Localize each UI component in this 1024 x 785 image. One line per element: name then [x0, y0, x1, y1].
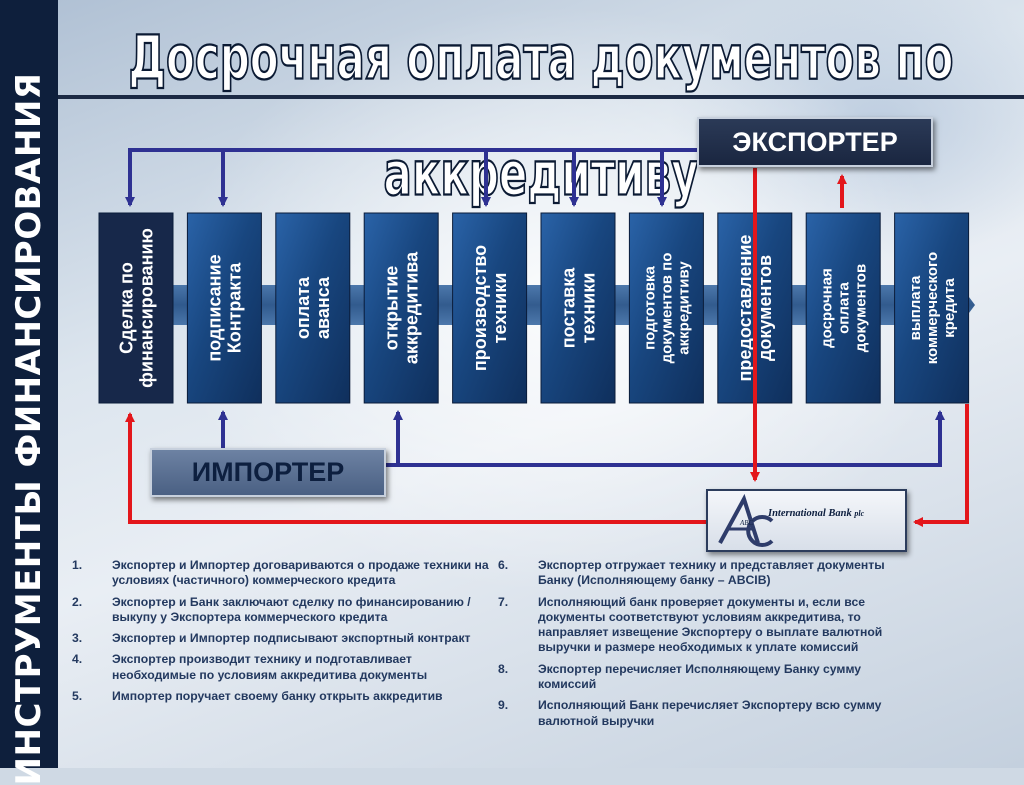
stage-label-line: аванса	[313, 276, 333, 339]
stage-label-line: коммерческого	[924, 252, 941, 364]
step-number: 3.	[72, 631, 83, 646]
step-text: Экспортер перечисляет Исполняющему Банку…	[538, 661, 862, 692]
stage-label: предоставлениедокументов	[735, 235, 775, 382]
step-text: Импортер поручает своему банку открыть а…	[112, 689, 443, 704]
stage-box: производствотехники	[452, 212, 528, 404]
stage-label-line: производство	[470, 245, 490, 371]
step-item: 4. Экспортер производит технику и подгота…	[72, 652, 490, 683]
step-number: 5.	[72, 689, 83, 704]
step-number: 8.	[498, 661, 509, 676]
step-number: 6.	[498, 558, 509, 572]
stage-label-line: поставка	[558, 267, 578, 349]
stage-label: поставкатехники	[558, 267, 598, 349]
stage-label-line: техники	[490, 273, 510, 344]
step-item: 9. Исполняющий Банк перечисляет Экспортер…	[498, 698, 916, 729]
stage-box: подписаниеКонтракта	[186, 212, 262, 404]
step-number: 4.	[72, 652, 83, 667]
stage-label-line: Контракта	[225, 262, 245, 353]
bank-logo-abbr: ABC	[739, 519, 754, 527]
step-item: 3. Экспортер и Импортер подписывают экспо…	[72, 631, 490, 646]
stage-label-line: документов	[755, 255, 775, 361]
importer-flow-arrows	[218, 410, 945, 467]
bank-name: International Bank plc	[768, 508, 864, 519]
step-text: Исполняющий банк проверяет документы и, …	[538, 594, 883, 655]
stage-label-line: Сделка по	[116, 262, 136, 354]
stage-label: подписаниеКонтракта	[205, 254, 245, 361]
stage-label-line: оплата	[293, 276, 313, 339]
sidebar: ИНСТРУМЕНТЫ ФИНАНСИРОВАНИЯ	[0, 0, 58, 785]
stage-label: выплатакоммерческогокредита	[907, 252, 958, 364]
stage-label-line: аккредитива	[402, 251, 422, 364]
stage-rect	[275, 212, 351, 404]
stage-rect	[628, 212, 704, 404]
stage-label-line: выплата	[907, 275, 924, 340]
stage-label-line: аккредитиву	[676, 261, 693, 355]
step-item: 2. Экспортер и Банк заключают сделку по ф…	[72, 595, 490, 626]
stage-rect	[363, 212, 439, 404]
step-number: 7.	[498, 594, 509, 609]
bank-flow-arrows	[125, 168, 969, 527]
steps-left: 1. Экспортер и Импортер договариваются о …	[72, 558, 490, 710]
stage-box: выплатакоммерческогокредита	[894, 212, 970, 404]
stage-box: поставкатехники	[540, 212, 616, 404]
stage-label: открытиеаккредитива	[382, 251, 422, 364]
stage-label-line: оплата	[835, 281, 852, 333]
exporter-box: ЭКСПОРТЕР	[697, 117, 933, 167]
title-divider	[58, 95, 1024, 99]
stage-rect	[894, 212, 970, 404]
step-text: Экспортер производит технику и подготавл…	[112, 652, 428, 682]
stage-label-line: документов	[852, 264, 869, 352]
stage-rect	[540, 212, 616, 404]
step-item: 6. Экспортер отгружает технику и представ…	[498, 558, 916, 589]
stage-rect	[186, 212, 262, 404]
stage-label-line: кредита	[941, 278, 958, 338]
importer-box: ИМПОРТЕР	[150, 448, 386, 497]
stages-layer: Сделка пофинансированию подписаниеКонтрак…	[98, 212, 970, 404]
flow-diagram: Сделка пофинансированию подписаниеКонтрак…	[98, 148, 975, 527]
step-text: Экспортер и Импортер договариваются о пр…	[112, 558, 489, 588]
step-text: Экспортер отгружает технику и представля…	[538, 558, 885, 588]
stage-rect	[98, 212, 174, 404]
stage-label-line: подписание	[205, 254, 225, 361]
stage-rect	[452, 212, 528, 404]
bank-box: ABC International Bank plc	[706, 489, 907, 552]
stage-label-line: досрочная	[818, 268, 835, 348]
stage-label-line: открытие	[382, 266, 402, 351]
stage-rect	[805, 212, 881, 404]
bank-name-suffix: plc	[854, 509, 865, 518]
stage-box: досрочнаяоплатадокументов	[805, 212, 881, 404]
step-number: 1.	[72, 558, 83, 572]
stage-label: досрочнаяоплатадокументов	[818, 264, 869, 352]
step-number: 9.	[498, 698, 509, 713]
stage-label-line: подготовка	[642, 265, 659, 349]
bank-logo-icon: ABC	[718, 493, 774, 547]
bank-name-main: International Bank	[768, 508, 852, 519]
exporter-flow-arrows	[125, 148, 697, 207]
step-item: 7. Исполняющий банк проверяет документы и…	[498, 595, 916, 656]
step-item: 1. Экспортер и Импортер договариваются о …	[72, 558, 490, 589]
stage-label-line: предоставление	[735, 235, 755, 382]
stage-label: Сделка пофинансированию	[116, 228, 156, 388]
stage-label: производствотехники	[470, 245, 510, 371]
step-item: 5. Импортер поручает своему банку открыть…	[72, 689, 490, 704]
step-text: Экспортер и Импортер подписывают экспорт…	[112, 631, 471, 646]
stage-box: подготовкадокументов поаккредитиву	[628, 212, 704, 404]
stage-box: Сделка пофинансированию	[98, 212, 174, 404]
stage-label: оплатааванса	[293, 276, 333, 339]
steps-right: 6. Экспортер отгружает технику и представ…	[498, 558, 916, 735]
step-item: 8. Экспортер перечисляет Исполняющему Бан…	[498, 662, 916, 693]
stage-box: открытиеаккредитива	[363, 212, 439, 404]
stage-label: подготовкадокументов поаккредитиву	[642, 253, 693, 364]
stage-box: оплатааванса	[275, 212, 351, 404]
step-text: Исполняющий Банк перечисляет Экспортеру …	[538, 698, 882, 728]
stage-label-line: финансированию	[136, 228, 156, 388]
stage-label-line: документов по	[659, 253, 676, 364]
stage-label-line: техники	[578, 273, 598, 344]
step-number: 2.	[72, 594, 83, 609]
step-text: Экспортер и Банк заключают сделку по фин…	[112, 594, 471, 624]
